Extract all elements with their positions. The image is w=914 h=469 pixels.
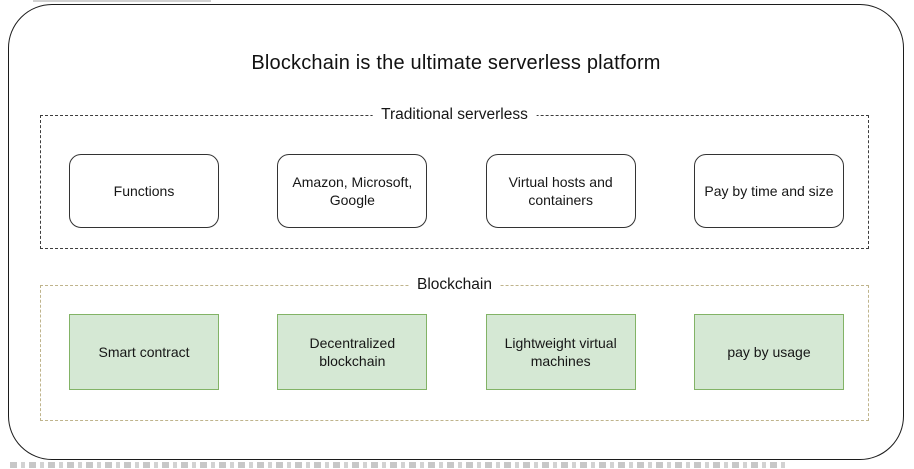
node-cloud-providers: Amazon, Microsoft, Google (277, 154, 428, 228)
node-virtual-hosts-containers: Virtual hosts and containers (485, 154, 636, 228)
group-blockchain-label: Blockchain (408, 274, 501, 296)
node-pay-by-usage: pay by usage (693, 314, 844, 390)
node-smart-contract: Smart contract (69, 314, 219, 390)
group-traditional-serverless: Traditional serverless Functions Amazon,… (40, 104, 869, 249)
node-lightweight-virtual-machines: Lightweight virtual machines (485, 314, 636, 390)
node-functions: Functions (69, 154, 219, 228)
traditional-node-row: Functions Amazon, Microsoft, Google Virt… (41, 154, 868, 228)
blockchain-node-row: Smart contract Decentralized blockchain … (41, 314, 868, 390)
crop-artifact-top (33, 0, 211, 2)
diagram-canvas: Blockchain is the ultimate serverless pl… (8, 4, 904, 460)
diagram-title: Blockchain is the ultimate serverless pl… (251, 52, 661, 74)
node-pay-by-time-and-size: Pay by time and size (693, 154, 844, 228)
crop-artifact-bottom (10, 462, 785, 468)
group-blockchain: Blockchain Smart contract Decentralized … (40, 274, 869, 421)
group-traditional-label: Traditional serverless (372, 104, 537, 126)
node-decentralized-blockchain: Decentralized blockchain (277, 314, 428, 390)
